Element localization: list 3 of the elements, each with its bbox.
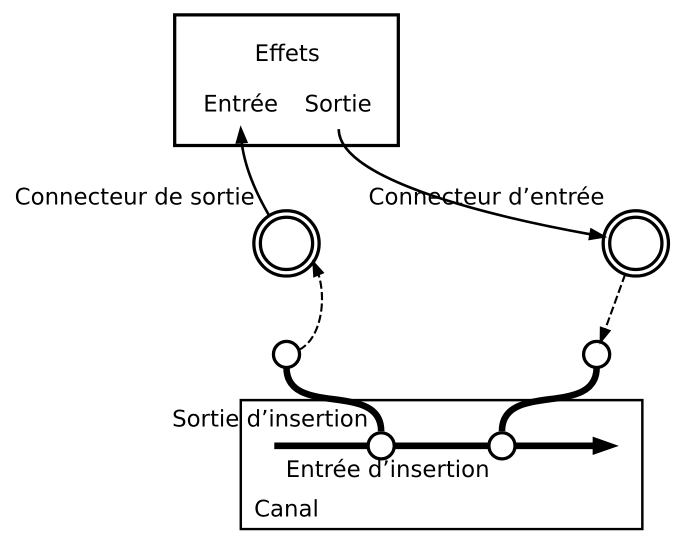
node-label: Sortie d’insertion [172, 406, 368, 433]
node-label: Connecteur de sortie [14, 184, 255, 211]
node-label: Entrée d’insertion [286, 457, 490, 484]
